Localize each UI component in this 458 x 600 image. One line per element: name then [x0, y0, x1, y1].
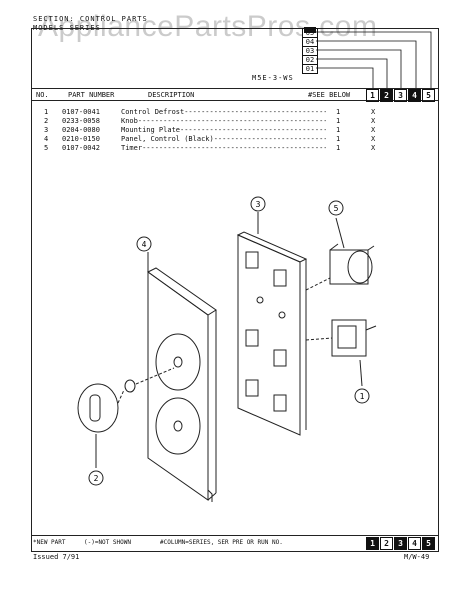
new-part-legend: *NEW PART: [33, 539, 66, 546]
part-qty: 1: [336, 126, 341, 134]
series-box: 4: [408, 89, 421, 102]
section-title: SECTION: CONTROL PARTS: [33, 15, 148, 23]
part-no: 1: [44, 108, 49, 116]
part-qty: 1: [336, 135, 341, 143]
part-mark: X: [371, 144, 376, 152]
series-leader-lines: [304, 27, 432, 88]
column-legend: #COLUMN=SERIES, SER PRE OR RUN NO.: [160, 539, 283, 546]
part-description: Panel, Control (Black)------------------…: [121, 135, 326, 143]
part-qty: 1: [336, 117, 341, 125]
part-number: 0107-0042: [62, 144, 100, 152]
part-description: Timer-----------------------------------…: [121, 144, 326, 152]
footer-series-box: 2: [380, 537, 393, 550]
divider: [32, 100, 438, 101]
series-code: 01: [302, 64, 318, 74]
exploded-diagram: 1 2 3 4 5: [77, 196, 377, 502]
page-code: M/W-49: [404, 553, 430, 561]
mounting-plate-shape: [237, 234, 301, 436]
series-box: 3: [394, 89, 407, 102]
model-number: M5E-3-WS: [252, 74, 294, 82]
knob-shape: [77, 383, 119, 433]
part-description: Mounting Plate--------------------------…: [121, 126, 326, 134]
series-box: 5: [422, 89, 435, 102]
part-qty: 1: [336, 144, 341, 152]
footer-series-box: 5: [422, 537, 435, 550]
callout-1: 1: [360, 392, 365, 401]
control-panel-shape: [147, 271, 209, 501]
see-below: #SEE BELOW: [308, 91, 351, 99]
part-no: 2: [44, 117, 49, 125]
defrost-control-shape: [331, 319, 367, 357]
part-number: 0233-0058: [62, 117, 100, 125]
divider: [32, 535, 438, 536]
part-number: 0204-0080: [62, 126, 100, 134]
part-no: 5: [44, 144, 49, 152]
part-no: 4: [44, 135, 49, 143]
part-mark: X: [371, 117, 376, 125]
callout-3: 3: [256, 200, 261, 209]
part-mark: X: [371, 126, 376, 134]
parts-frame: [31, 28, 439, 552]
footer-series-box: 3: [394, 537, 407, 550]
part-mark: X: [371, 108, 376, 116]
col-no: NO.: [36, 91, 49, 99]
col-description: DESCRIPTION: [148, 91, 195, 99]
timer-shape: [329, 249, 369, 285]
col-part-number: PART NUMBER: [68, 91, 115, 99]
part-qty: 1: [336, 108, 341, 116]
footer-series-box: 1: [366, 537, 379, 550]
part-number: 0107-0041: [62, 108, 100, 116]
part-description: Knob------------------------------------…: [121, 117, 326, 125]
series-box: 2: [380, 89, 393, 102]
part-description: Control Defrost-------------------------…: [121, 108, 326, 116]
part-number: 0210-0150: [62, 135, 100, 143]
divider: [32, 88, 438, 89]
series-box: 1: [366, 89, 379, 102]
not-shown-legend: (-)=NOT SHOWN: [84, 539, 131, 546]
watermark: AppliancePartsPros.com: [38, 10, 378, 43]
part-mark: X: [371, 135, 376, 143]
footer-series-box: 4: [408, 537, 421, 550]
callout-2: 2: [94, 474, 99, 483]
issued-date: Issued 7/91: [33, 553, 80, 561]
part-no: 3: [44, 126, 49, 134]
callout-4: 4: [142, 240, 147, 249]
callout-5: 5: [334, 204, 339, 213]
